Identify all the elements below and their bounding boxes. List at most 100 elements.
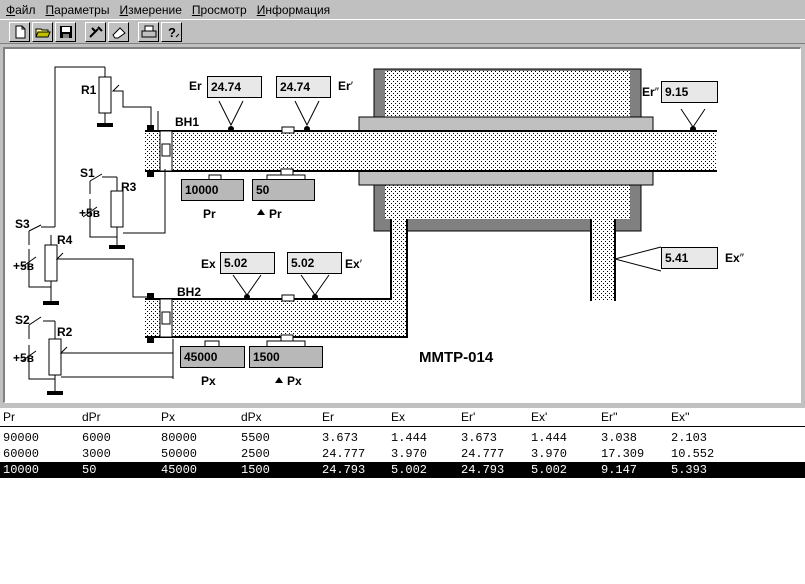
- col-ex-dprime[interactable]: Ex'': [671, 410, 690, 424]
- open-button[interactable]: [32, 22, 53, 42]
- cell: 3.673: [322, 431, 359, 445]
- cell: 45000: [161, 463, 198, 477]
- cell: 24.793: [322, 463, 366, 477]
- cell: 90000: [3, 431, 40, 445]
- er-dprime-value: 9.15: [661, 81, 718, 103]
- cell: 24.777: [322, 447, 366, 461]
- menu-file[interactable]: Файл: [6, 2, 36, 17]
- label-r2: R2: [57, 325, 73, 339]
- col-ex-prime[interactable]: Ex': [531, 410, 548, 424]
- menu-parameters[interactable]: Параметры: [45, 2, 110, 17]
- px-value: 45000: [180, 346, 245, 368]
- cell: 24.777: [461, 447, 505, 461]
- help-icon: ?: [168, 25, 179, 39]
- dpx-value: 1500: [249, 346, 323, 368]
- help-button[interactable]: ?: [161, 22, 182, 42]
- lower-pipe: [145, 299, 407, 337]
- col-er-prime[interactable]: Er': [461, 410, 476, 424]
- label-er-prime: Er′: [338, 79, 353, 93]
- label-supply-s2: +5в: [13, 351, 35, 365]
- cell: 3000: [82, 447, 111, 461]
- schematic-drawing: [21, 66, 717, 395]
- cell: 3.673: [461, 431, 498, 445]
- save-button[interactable]: [55, 22, 76, 42]
- table-row-selected[interactable]: 10000 50 45000 1500 24.793 5.002 24.793 …: [0, 462, 805, 478]
- col-ex[interactable]: Ex: [391, 410, 406, 424]
- riser-pipe-right: [591, 219, 615, 301]
- eraser-icon: [111, 27, 126, 39]
- tools-icon: [88, 26, 103, 38]
- label-r4: R4: [57, 233, 73, 247]
- menu-view[interactable]: Просмотр: [191, 2, 247, 17]
- er-prime-value: 24.74: [276, 76, 331, 98]
- cell: 9.147: [601, 463, 638, 477]
- measurements-table: Pr dPr Px dPx Er Ex Er' Ex' Er'' Ex'' 90…: [0, 408, 805, 584]
- label-dpr: Pr: [269, 207, 282, 221]
- col-pr[interactable]: Pr: [3, 410, 15, 424]
- cell: 24.793: [461, 463, 505, 477]
- ex-prime-value: 5.02: [287, 252, 342, 274]
- toolbar: ?: [0, 19, 805, 44]
- label-vh1: ВН1: [175, 115, 200, 129]
- resistor-r2: [48, 338, 62, 376]
- label-dpx: Px: [287, 374, 302, 388]
- cell: 50: [82, 463, 97, 477]
- label-r1: R1: [81, 83, 97, 97]
- label-vh2: ВН2: [177, 285, 202, 299]
- col-dpr[interactable]: dPr: [82, 410, 101, 424]
- ex-dprime-value: 5.41: [661, 247, 718, 269]
- print-button[interactable]: [138, 22, 159, 42]
- schematic-panel: R1 ВН1 S1 R3 +5в S3 R4 +5в ВН2 S2 R2 +5в…: [3, 47, 801, 403]
- cell: 60000: [3, 447, 40, 461]
- label-ex-dprime: Ex″: [725, 251, 744, 265]
- table-row[interactable]: 60000 3000 50000 2500 24.777 3.970 24.77…: [0, 446, 805, 462]
- label-s3: S3: [15, 217, 30, 231]
- table-row[interactable]: 90000 6000 80000 5500 3.673 1.444 3.673 …: [0, 430, 805, 446]
- ex-value: 5.02: [220, 252, 275, 274]
- col-er[interactable]: Er: [322, 410, 334, 424]
- menu-bar: Файл Параметры Измерение Просмотр Информ…: [0, 0, 805, 19]
- cell: 5500: [241, 431, 270, 445]
- cell: 2.103: [671, 431, 708, 445]
- chamber-plate-bottom: [358, 170, 654, 186]
- cell: 2500: [241, 447, 270, 461]
- print-icon: [141, 25, 156, 38]
- er-value: 24.74: [207, 76, 262, 98]
- label-pr: Pr: [203, 207, 216, 221]
- col-dpx[interactable]: dPx: [241, 410, 262, 424]
- pr-value: 10000: [181, 179, 244, 201]
- cell: 6000: [82, 431, 111, 445]
- cell: 80000: [161, 431, 198, 445]
- label-s2: S2: [15, 313, 30, 327]
- col-er-dprime[interactable]: Er'': [601, 410, 618, 424]
- label-er-dprime: Er″: [642, 85, 659, 99]
- svg-text:?: ?: [168, 25, 176, 39]
- cell: 1.444: [531, 431, 568, 445]
- resistor-r3: [110, 190, 124, 228]
- cell: 1500: [241, 463, 270, 477]
- menu-info[interactable]: Информация: [256, 2, 331, 17]
- cell: 5.002: [391, 463, 428, 477]
- cell: 5.393: [671, 463, 708, 477]
- dpr-value: 50: [252, 179, 315, 201]
- tools-button[interactable]: [85, 22, 106, 42]
- col-px[interactable]: Px: [161, 410, 176, 424]
- label-r3: R3: [121, 180, 137, 194]
- cell: 5.002: [531, 463, 568, 477]
- cell: 1.444: [391, 431, 428, 445]
- riser-pipe-left: [391, 219, 407, 337]
- save-icon: [59, 26, 72, 38]
- cell: 3.038: [601, 431, 638, 445]
- chamber-plate-top: [358, 116, 654, 132]
- menu-measurement[interactable]: Измерение: [119, 2, 182, 17]
- new-file-button[interactable]: [9, 22, 30, 42]
- cell: 3.970: [531, 447, 568, 461]
- cell: 50000: [161, 447, 198, 461]
- cell: 17.309: [601, 447, 645, 461]
- label-supply-s1: +5в: [79, 206, 101, 220]
- label-supply-s3: +5в: [13, 259, 35, 273]
- open-folder-icon: [34, 28, 51, 38]
- eraser-button[interactable]: [108, 22, 129, 42]
- label-ex-prime: Ex′: [345, 257, 362, 271]
- cell: 3.970: [391, 447, 428, 461]
